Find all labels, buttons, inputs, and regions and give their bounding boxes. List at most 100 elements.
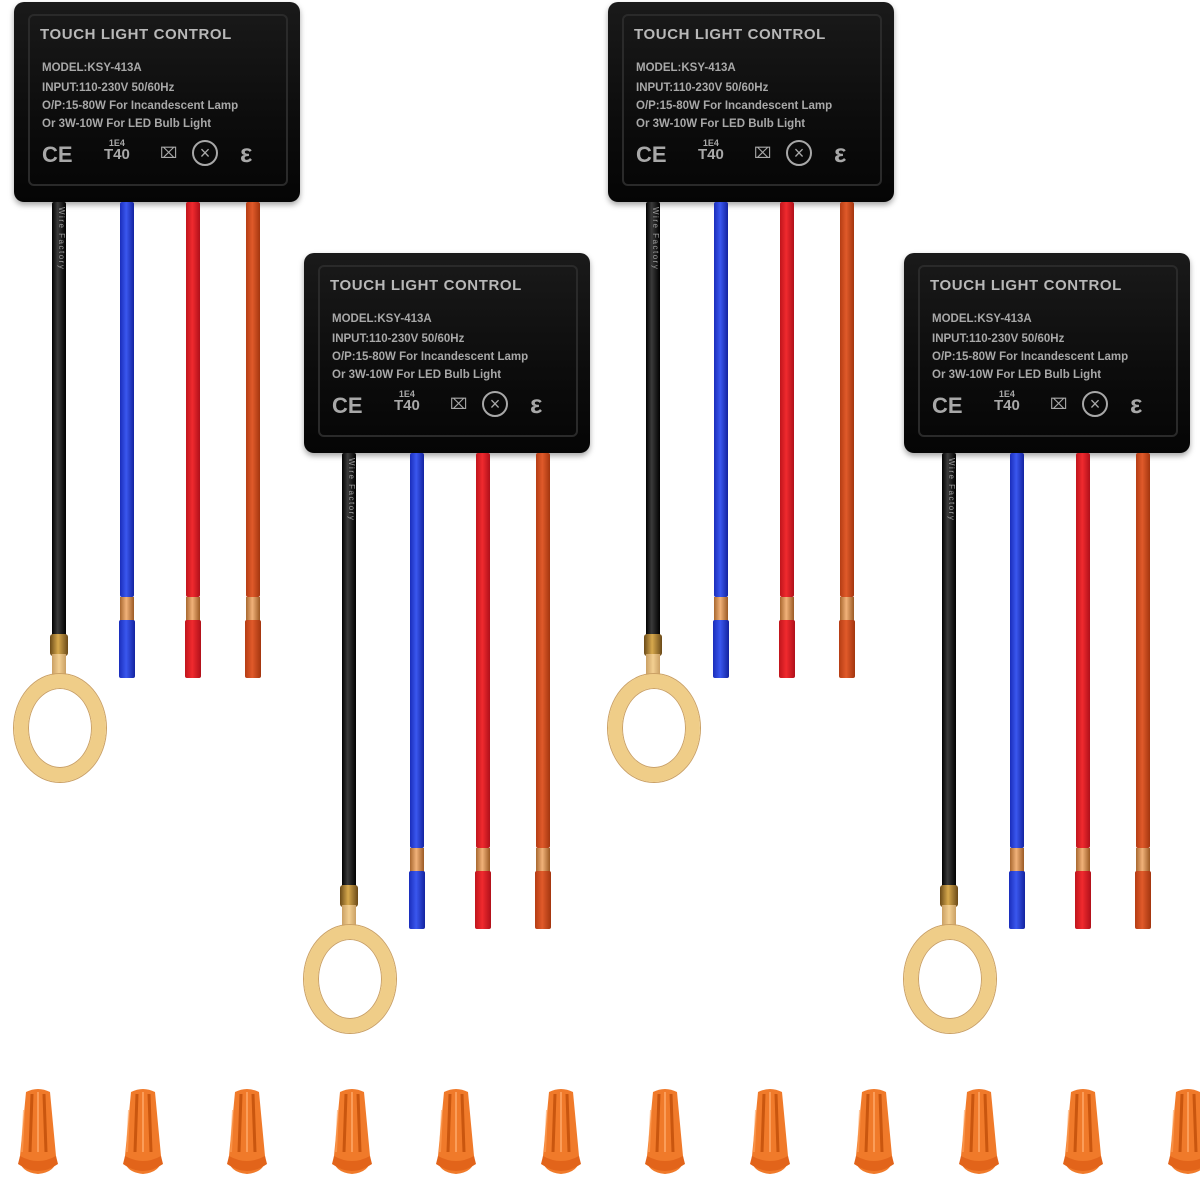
black-wire <box>52 202 66 637</box>
certification-marks: CE 1E4 T40 ⌧ × ε <box>332 389 552 421</box>
t40-mark: 1E4 T40 <box>394 389 420 414</box>
module-title: TOUCH LIGHT CONTROL <box>330 277 522 294</box>
ring-terminal <box>304 925 396 1033</box>
module-title: TOUCH LIGHT CONTROL <box>930 277 1122 294</box>
output-led-text: Or 3W-10W For LED Bulb Light <box>332 369 502 381</box>
blue-wire <box>714 202 728 597</box>
epsilon-mark-icon: ε <box>240 138 253 168</box>
certification-marks: CE 1E4 T40 ⌧ × ε <box>636 138 856 170</box>
blue-sleeve <box>409 871 425 929</box>
wire-nut <box>227 1089 267 1174</box>
wire-nut <box>1167 1089 1200 1174</box>
ferrule <box>50 634 68 656</box>
wire-nut <box>122 1089 163 1174</box>
wire-nut <box>436 1089 476 1174</box>
brown-wire <box>246 202 260 597</box>
lamp-symbol-icon: × <box>1082 391 1108 417</box>
blue-sleeve <box>1009 871 1025 929</box>
ring-terminal <box>14 674 106 782</box>
wire-nut <box>331 1089 372 1174</box>
t40-mark: 1E4 T40 <box>104 138 130 163</box>
red-sleeve <box>185 620 201 678</box>
label-border <box>918 265 1178 437</box>
lamp-symbol-icon: × <box>786 140 812 166</box>
copper-tip <box>1010 848 1024 872</box>
red-wire <box>780 202 794 597</box>
red-wire <box>1076 453 1090 848</box>
output-text: O/P:15-80W For Incandescent Lamp <box>636 100 833 112</box>
brown-sleeve <box>839 620 855 678</box>
touch-control-module-4: TOUCH LIGHT CONTROL MODEL:KSY-413A INPUT… <box>904 253 1200 1033</box>
copper-tip <box>1076 848 1090 872</box>
brown-wire <box>1136 453 1150 848</box>
output-text: O/P:15-80W For Incandescent Lamp <box>932 351 1129 363</box>
t40-mark: 1E4 T40 <box>698 138 724 163</box>
copper-tip <box>536 848 550 872</box>
module-housing: TOUCH LIGHT CONTROL MODEL:KSY-413A INPUT… <box>608 2 894 202</box>
wire-print: Wire Factory <box>57 207 66 271</box>
output-led-text: Or 3W-10W For LED Bulb Light <box>42 118 212 130</box>
red-wire <box>476 453 490 848</box>
wire-nut <box>645 1089 685 1174</box>
output-text: O/P:15-80W For Incandescent Lamp <box>332 351 529 363</box>
touch-control-module-2: TOUCH LIGHT CONTROL MODEL:KSY-413A INPUT… <box>304 253 604 1033</box>
module-title: TOUCH LIGHT CONTROL <box>634 26 826 43</box>
red-wire <box>186 202 200 597</box>
f-mark-icon: ⌧ <box>754 145 772 162</box>
input-text: INPUT:110-230V 50/60Hz <box>42 82 175 94</box>
epsilon-mark-icon: ε <box>834 138 847 168</box>
black-wire <box>342 453 356 888</box>
touch-control-module-1: TOUCH LIGHT CONTROL MODEL:KSY-413A INPUT… <box>14 2 314 782</box>
red-sleeve <box>779 620 795 678</box>
output-led-text: Or 3W-10W For LED Bulb Light <box>636 118 806 130</box>
input-text: INPUT:110-230V 50/60Hz <box>636 82 769 94</box>
wire-nut <box>958 1089 999 1174</box>
wire-print: Wire Factory <box>947 458 956 522</box>
output-led-text: Or 3W-10W For LED Bulb Light <box>932 369 1102 381</box>
epsilon-mark-icon: ε <box>530 389 543 419</box>
module-title: TOUCH LIGHT CONTROL <box>40 26 232 43</box>
model-text: MODEL:KSY-413A <box>42 62 142 74</box>
ce-mark: CE <box>332 393 363 418</box>
copper-tip <box>1136 848 1150 872</box>
copper-tip <box>714 597 728 621</box>
ferrule <box>340 885 358 907</box>
blue-wire <box>410 453 424 848</box>
output-text: O/P:15-80W For Incandescent Lamp <box>42 100 239 112</box>
blue-sleeve <box>119 620 135 678</box>
ferrule <box>644 634 662 656</box>
copper-tip <box>410 848 424 872</box>
touch-control-module-3: TOUCH LIGHT CONTROL MODEL:KSY-413A INPUT… <box>608 2 908 782</box>
blue-sleeve <box>713 620 729 678</box>
input-text: INPUT:110-230V 50/60Hz <box>932 333 1065 345</box>
copper-tip <box>840 597 854 621</box>
wire-nut <box>540 1089 581 1174</box>
copper-tip <box>246 597 260 621</box>
copper-tip <box>476 848 490 872</box>
copper-tip <box>186 597 200 621</box>
brown-sleeve <box>535 871 551 929</box>
ce-mark: CE <box>636 142 667 167</box>
model-text: MODEL:KSY-413A <box>332 313 432 325</box>
module-housing: TOUCH LIGHT CONTROL MODEL:KSY-413A INPUT… <box>904 253 1190 453</box>
wire-print: Wire Factory <box>347 458 356 522</box>
certification-marks: CE 1E4 T40 ⌧ × ε <box>42 138 262 170</box>
lamp-symbol-icon: × <box>192 140 218 166</box>
ring-terminal <box>904 925 996 1033</box>
brown-sleeve <box>1135 871 1151 929</box>
brown-wire <box>536 453 550 848</box>
lamp-symbol-icon: × <box>482 391 508 417</box>
wire-nut <box>1063 1089 1103 1174</box>
module-housing: TOUCH LIGHT CONTROL MODEL:KSY-413A INPUT… <box>14 2 300 202</box>
label-border <box>622 14 882 186</box>
ring-terminal <box>608 674 700 782</box>
model-text: MODEL:KSY-413A <box>932 313 1032 325</box>
f-mark-icon: ⌧ <box>1050 396 1068 413</box>
ce-mark: CE <box>932 393 963 418</box>
wire-nut <box>18 1089 58 1174</box>
ce-mark: CE <box>42 142 73 167</box>
brown-sleeve <box>245 620 261 678</box>
blue-wire <box>120 202 134 597</box>
t40-mark: 1E4 T40 <box>994 389 1020 414</box>
